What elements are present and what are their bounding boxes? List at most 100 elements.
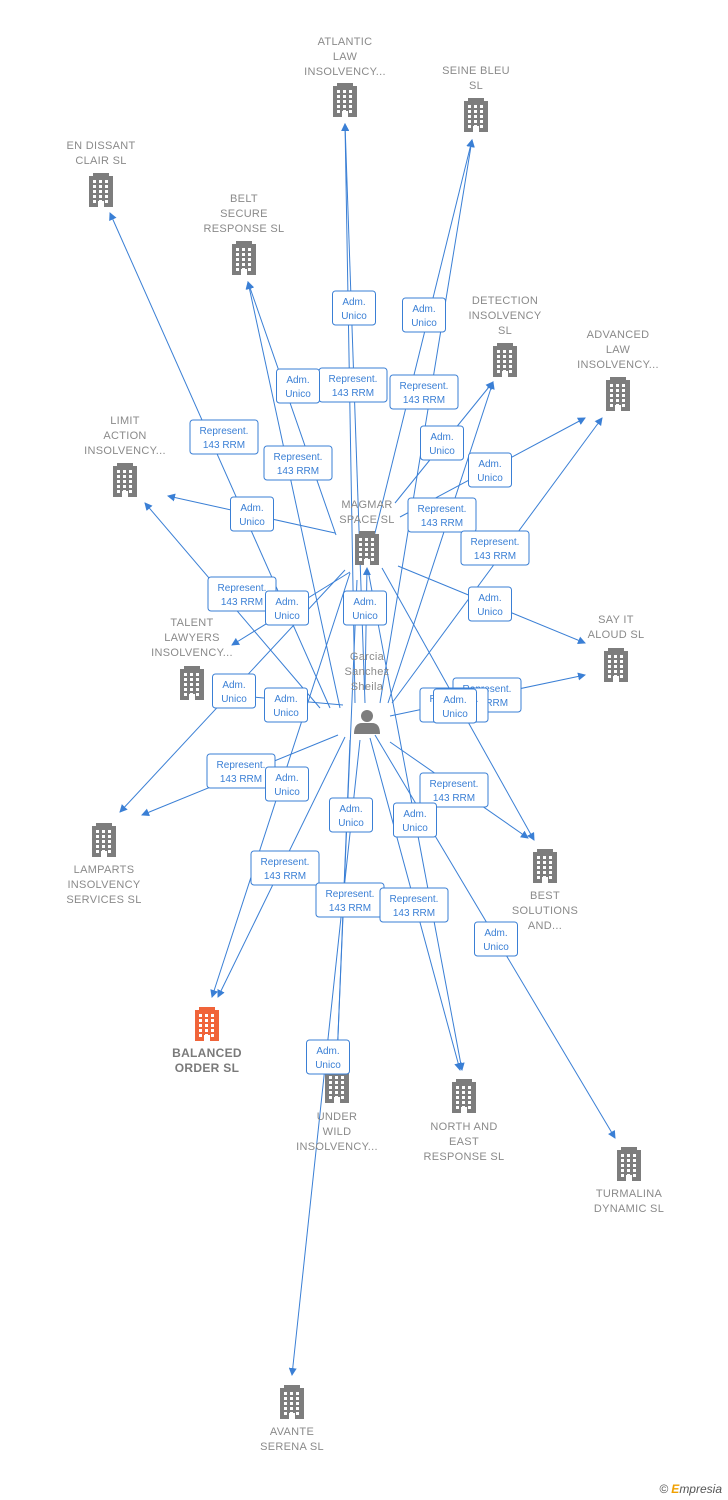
edge-label-text: Unico [274,787,300,798]
edge-label-text: Represent. [400,381,449,392]
edge-label-text: Represent. [326,889,375,900]
edge-label-20[interactable]: Represent. 143 RRM [206,753,276,789]
company-label: INSOLVENCY... [577,359,659,371]
person-name: Sanchez [345,666,390,678]
edge-label-text: Unico [402,823,428,834]
edge-label-text: Adm. [222,680,245,691]
building-icon [604,648,628,682]
company-node-advanced[interactable]: ADVANCEDLAWINSOLVENCY... [577,329,659,411]
edge-label-text: Adm. [274,694,297,705]
edge-label-1[interactable]: Adm.Unico [402,297,446,333]
edge-label-12[interactable]: Represent.143 RRM [207,576,277,612]
person-icon [354,710,380,734]
edge-label-5[interactable]: Represent.143 RRM [189,419,259,455]
brand-initial: E [671,1482,680,1496]
edge-label-27[interactable]: Represent. 143 RRM [315,882,385,918]
edge-label-text: Represent. [430,779,479,790]
edge-label-10[interactable]: Represent.143 RRM [407,497,477,533]
edge-label-18[interactable]: Adm.Unico [264,687,308,723]
building-icon [533,849,557,883]
company-node-atlantic[interactable]: ATLANTICLAWINSOLVENCY... [304,36,386,117]
edge-label-text: Represent. [274,452,323,463]
edge-label-7[interactable]: Represent.143 RRM [263,445,333,481]
edge-label-13[interactable]: Adm.Unico [265,590,309,626]
edge-label-3[interactable]: Adm. Unico [276,368,320,404]
edge-label-text: Represent. [217,760,266,771]
edge-label-0[interactable]: Adm.Unico [332,290,376,326]
edge-label-text: Represent. [471,537,520,548]
edge-label-6[interactable]: Adm.Unico [420,425,464,461]
edge-label-text: Represent. [261,857,310,868]
edge-label-15[interactable]: Adm.Unico [468,586,512,622]
building-icon [232,241,256,275]
edge-label-text: Adm. [403,809,426,820]
company-label: NORTH AND [430,1121,497,1133]
edge-label-text: Unico [274,611,300,622]
edge-label-text: 143 RRM [203,440,245,451]
company-node-limit[interactable]: LIMITACTIONINSOLVENCY... [84,415,166,497]
edge-15 [362,567,371,691]
edge-label-text: Adm. [316,1046,339,1057]
edge-5 [246,281,337,536]
edge-label-26[interactable]: Adm.Unico [474,921,518,957]
company-label: AND... [528,920,562,932]
edge-label-text: Unico [285,389,311,400]
edge-label-text: 143 RRM [264,871,306,882]
edge-label-8[interactable]: Adm.Unico [468,452,512,488]
company-label: LAW [333,51,358,63]
company-label: SOLUTIONS [512,905,578,917]
edge-label-22[interactable]: Represent. 143 RRM [419,772,489,808]
building-icon [113,463,137,497]
company-node-underwild[interactable]: UNDERWILDINSOLVENCY... [296,1069,378,1153]
company-node-best[interactable]: BEST SOLUTIONS AND... [512,849,578,932]
building-icon [452,1079,476,1113]
copyright-symbol: © [659,1482,669,1496]
company-label: DYNAMIC SL [594,1203,664,1215]
company-label: TALENT [170,617,213,629]
edge-label-text: Adm. [478,459,501,470]
edge-label-text: 143 RRM [393,908,435,919]
edge-label-30[interactable]: Adm.Unico [433,688,477,724]
edge-label-16[interactable]: Adm.Unico [212,673,256,709]
edge-label-24[interactable]: Adm. Unico [393,802,437,838]
edge-label-text: 143 RRM [433,793,475,804]
company-label: INSOLVENCY [67,879,140,891]
building-icon [333,83,357,117]
edge-label-text: Unico [477,607,503,618]
company-label: BEST [530,890,560,902]
edge-label-23[interactable]: Adm.Unico [329,797,373,833]
edge-label-9[interactable]: Adm.Unico [230,496,274,532]
company-label: RESPONSE SL [204,223,285,235]
company-node-talent[interactable]: TALENTLAWYERSINSOLVENCY... [151,617,233,700]
edge-label-14[interactable]: Adm.Unico [343,590,387,626]
edge-label-2[interactable]: Represent.143 RRM [318,367,388,403]
edge-label-text: 143 RRM [329,903,371,914]
edge-label-text: 143 RRM [220,774,262,785]
edge-label-21[interactable]: Adm.Unico [265,766,309,802]
edge-label-4[interactable]: Represent. 143 RRM [389,374,459,410]
edge-label-text: Adm. [286,375,309,386]
edge-label-text: 143 RRM [403,395,445,406]
brand-rest: mpresia [679,1482,722,1496]
edge-label-11[interactable]: Represent.143 RRM [460,530,530,566]
building-icon [195,1007,219,1041]
edge-label-text: Adm. [430,432,453,443]
company-label: ORDER SL [175,1061,239,1075]
edge-label-29[interactable]: Adm.Unico [306,1039,350,1075]
edge-label-28[interactable]: Represent.143 RRM [379,887,449,923]
edge-label-25[interactable]: Represent. 143 RRM [250,850,320,886]
edge-label-text: 143 RRM [421,518,463,529]
